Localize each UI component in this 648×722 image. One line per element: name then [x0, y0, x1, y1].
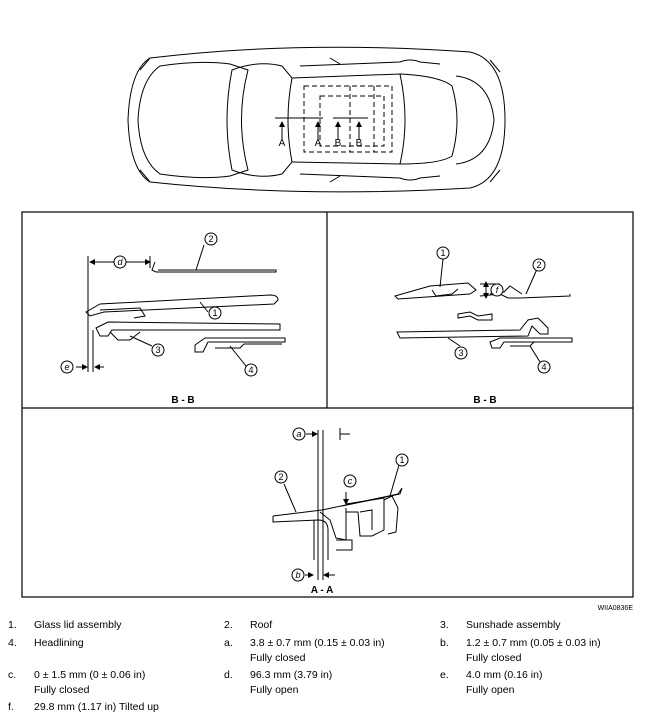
aa-title: A - A [311, 585, 334, 596]
legend-key: e. [440, 669, 449, 681]
callout-4-left: 4 [248, 365, 253, 375]
callout-f: f [496, 285, 500, 295]
car-marker-b1: B [335, 138, 342, 149]
callout-2-left: 2 [208, 234, 213, 244]
callout-2-right: 2 [536, 260, 541, 270]
callout-4-right: 4 [541, 362, 546, 372]
legend-note: Fully closed [250, 652, 306, 664]
callout-c: c [348, 476, 353, 486]
legend: 1. Glass lid assembly 2. Roof 3. Sunshad… [0, 614, 648, 722]
figure-code: WIIA0836E [598, 605, 634, 612]
car-marker-a1: A [279, 138, 286, 149]
callout-e: e [64, 362, 69, 372]
callout-1-left: 1 [212, 308, 217, 318]
legend-note: Fully closed [466, 652, 522, 664]
callout-a: a [296, 429, 301, 439]
bb-left-callouts [60, 232, 258, 377]
legend-text: Glass lid assembly [34, 619, 122, 631]
legend-key: 1. [8, 619, 17, 631]
legend-key: 4. [8, 637, 17, 649]
legend-note: Fully closed [34, 684, 90, 696]
legend-note: Fully open [466, 684, 515, 696]
legend-text: 3.8 ± 0.7 mm (0.15 ± 0.03 in) [250, 637, 385, 649]
legend-note: Fully open [250, 684, 299, 696]
callout-2-aa: 2 [278, 472, 283, 482]
callout-3-right: 3 [458, 348, 463, 358]
legend-key: 2. [224, 619, 233, 631]
bb-right-callouts [436, 246, 551, 374]
bb-right-section [394, 258, 573, 363]
callout-1-right: 1 [440, 248, 445, 258]
legend-text: Roof [250, 619, 273, 631]
callout-3-left: 3 [155, 345, 160, 355]
aa-section [272, 428, 403, 580]
legend-text: Sunshade assembly [466, 619, 561, 631]
legend-text: Headlining [34, 637, 84, 649]
panel-frames [21, 211, 634, 598]
legend-text: 1.2 ± 0.7 mm (0.05 ± 0.03 in) [466, 637, 601, 649]
legend-text: 0 ± 1.5 mm (0 ± 0.06 in) [34, 669, 146, 681]
callout-b: b [295, 570, 300, 580]
bb-left-section [76, 244, 286, 372]
car-top-view [127, 46, 506, 193]
legend-key: b. [440, 637, 449, 649]
sunroof-adjustment-diagram: A A B B [21, 46, 634, 612]
legend-key: c. [8, 669, 17, 681]
legend-text: 96.3 mm (3.79 in) [250, 669, 333, 681]
legend-key: 3. [440, 619, 449, 631]
legend-key: a. [224, 637, 233, 649]
callout-1-aa: 1 [399, 455, 404, 465]
legend-text: 4.0 mm (0.16 in) [466, 669, 543, 681]
callout-d: d [117, 257, 123, 267]
legend-key: f. [8, 701, 14, 713]
bb-right-title: B - B [473, 395, 496, 406]
legend-key: d. [224, 669, 233, 681]
car-marker-a2: A [315, 138, 322, 149]
car-marker-b2: B [356, 138, 363, 149]
legend-text: 29.8 mm (1.17 in) Tilted up [34, 701, 159, 713]
aa-callouts [274, 427, 409, 582]
bb-left-title: B - B [171, 395, 194, 406]
